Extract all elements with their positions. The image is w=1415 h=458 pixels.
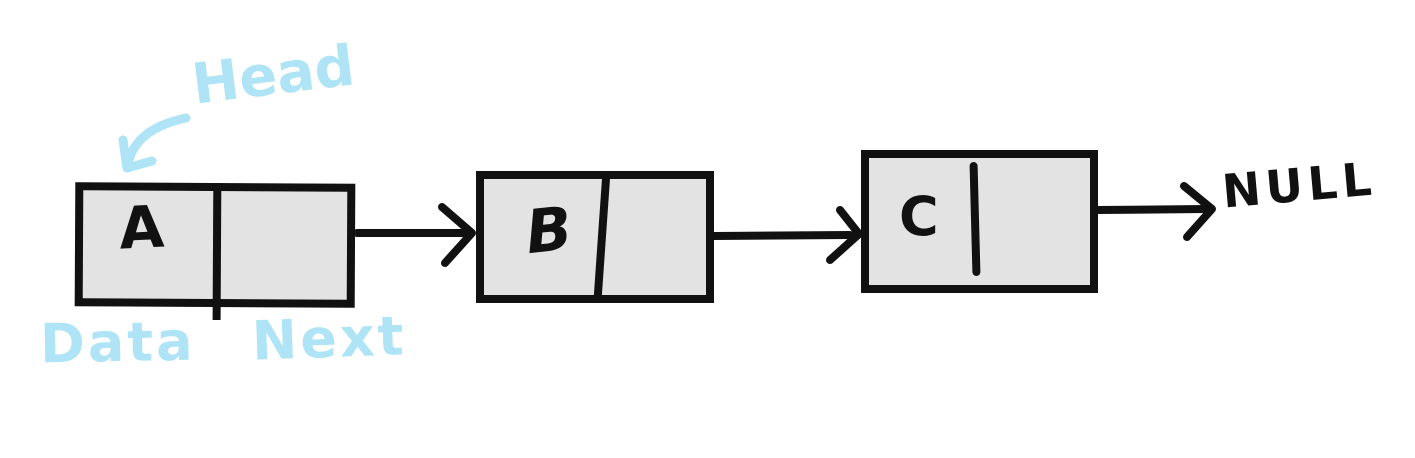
node-a-cell-divider — [212, 182, 222, 321]
list-node-a: A — [74, 182, 356, 321]
next-field-label: Next — [250, 304, 408, 373]
arrow-a-to-b-icon — [353, 203, 476, 267]
arrow-c-to-null-icon — [1095, 182, 1216, 241]
node-c-cell-divider — [969, 161, 981, 277]
node-c-value: C — [899, 185, 939, 248]
null-terminator-label: NULL — [1219, 151, 1379, 219]
arrow-b-to-c-icon — [710, 206, 863, 264]
list-node-c: C — [861, 150, 1098, 293]
head-arrow-icon — [118, 113, 191, 173]
head-label: Head — [188, 33, 359, 118]
node-a-value: A — [117, 192, 166, 263]
data-field-label: Data — [39, 309, 197, 376]
node-b-cell-divider — [593, 174, 611, 298]
list-node-b: B — [476, 171, 714, 303]
node-b-value: B — [522, 193, 576, 269]
